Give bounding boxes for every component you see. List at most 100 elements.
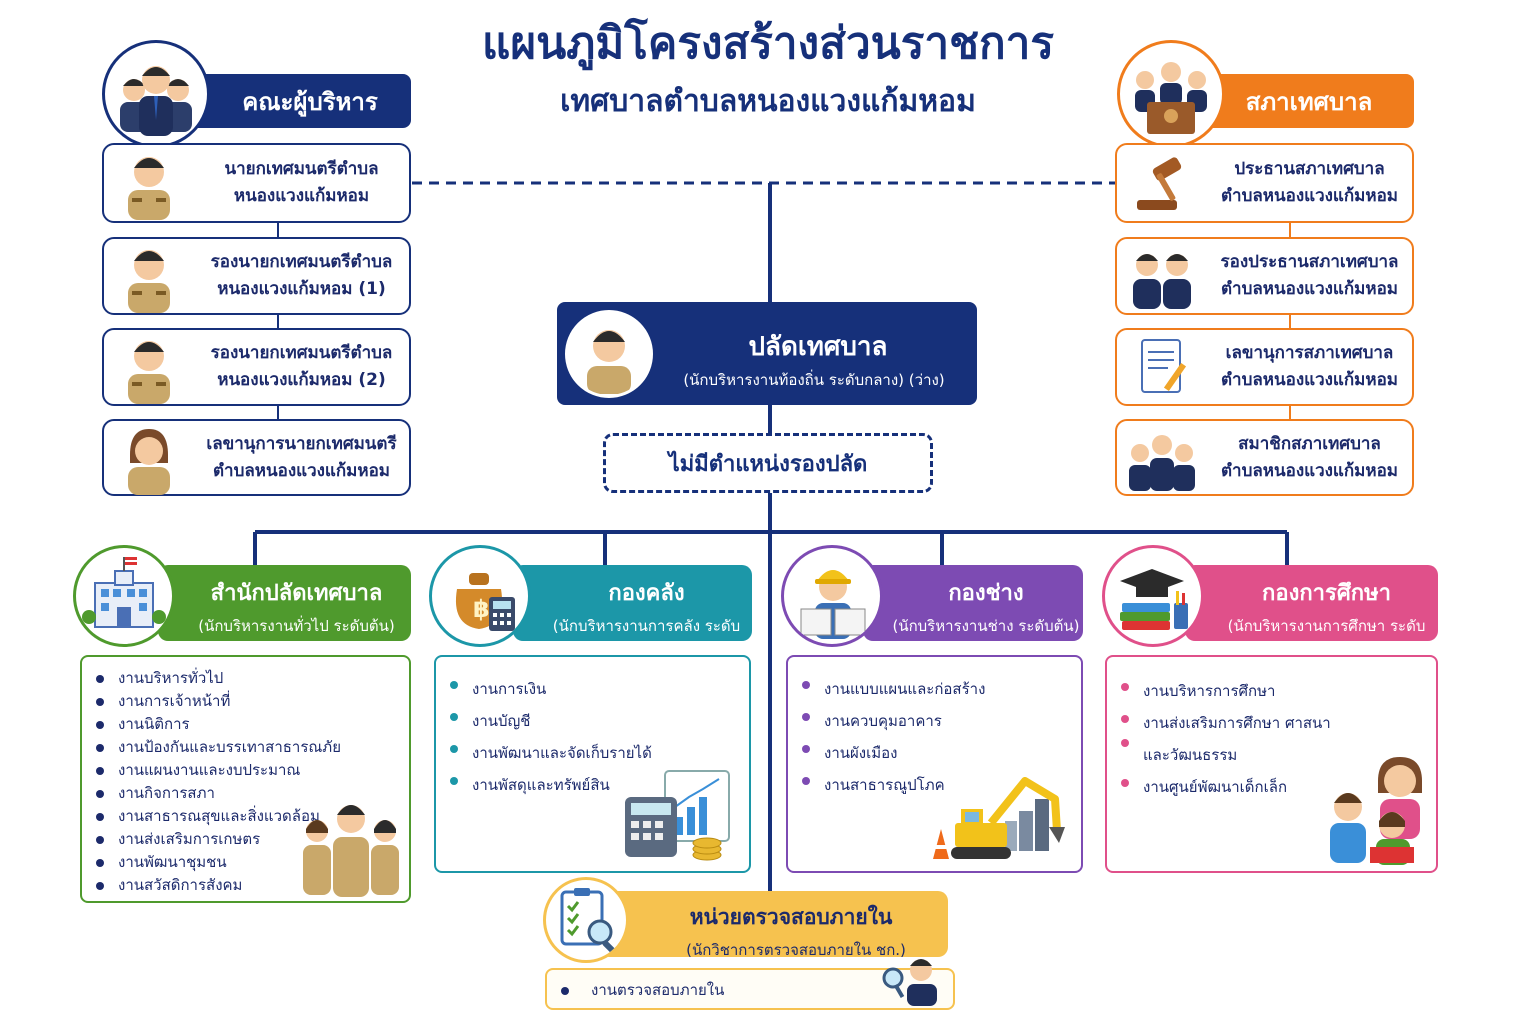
dept-panel-office: งานบริหารทั่วไป งานการเจ้าหน้าที่ งานนิต… (80, 655, 411, 903)
task-item: งานสาธารณสุขและสิ่งแวดล้อม (82, 805, 409, 828)
clipboard-magnifier-icon (543, 877, 629, 963)
task-item: งานพัฒนาชุมชน (82, 851, 409, 874)
executive-line2: หนองแวงแก้มหอม (1) (217, 279, 386, 299)
children-reading-illustration (1330, 757, 1422, 865)
task-list: งานบริหารทั่วไป งานการเจ้าหน้าที่ งานนิต… (82, 667, 409, 897)
dept-header-office: สำนักปลัดเทศบาล (นักบริหารงานทั่วไป ระดั… (158, 565, 411, 641)
audit-subtitle: (นักวิชาการตรวจสอบภายใน ชก.) (686, 941, 906, 959)
task-item: งานนิติการ (82, 713, 409, 736)
council-line1: ประธานสภาเทศบาล (1234, 159, 1385, 179)
executives-icon (102, 40, 210, 148)
council-card-secretary: เลขานุการสภาเทศบาลตำบลหนองแวงแก้มหอม (1115, 328, 1414, 406)
engineer-icon (781, 545, 883, 647)
council-line1: เลขานุการสภาเทศบาล (1225, 343, 1394, 363)
executive-line2: หนองแวงแก้มหอม (233, 186, 370, 206)
council-card-president: ประธานสภาเทศบาลตำบลหนองแวงแก้มหอม (1115, 143, 1414, 223)
dept-title: กองช่าง (948, 581, 1024, 606)
executive-card-deputy-2: รองนายกเทศมนตรีตำบลหนองแวงแก้มหอม (2) (102, 328, 411, 406)
council-line2: ตำบลหนองแวงแก้มหอม (1220, 279, 1398, 299)
staff-group-illustration (303, 805, 399, 897)
audit-panel: งานตรวจสอบภายใน (545, 959, 955, 1010)
executive-header-label: คณะผู้บริหาร (242, 87, 378, 116)
council-line1: สมาชิกสภาเทศบาล (1238, 433, 1381, 454)
task-item: งานแบบแผนและก่อสร้าง (788, 673, 1081, 705)
task-item: งานพัสดุและทรัพย์สิน (436, 769, 749, 801)
clerk-subtitle: (นักบริหารงานท้องถิ่น ระดับกลาง) (ว่าง) (683, 371, 945, 389)
dept-subtitle: (นักบริหารงานทั่วไป ระดับต้น) (198, 617, 395, 635)
task-list: งานบริหารการศึกษา งานส่งเสริมการศึกษา ศา… (1107, 675, 1436, 803)
task-item: งานบริหารการศึกษา (1107, 675, 1436, 707)
mayor-icon (104, 145, 194, 221)
executive-header: คณะผู้บริหาร (185, 74, 411, 128)
deputy-mayor-icon (104, 330, 194, 404)
task-list: งานการเงิน งานบัญชี งานพัฒนาและจัดเก็บรา… (436, 673, 749, 801)
task-item: งานป้องกันและบรรเทาสาธารณภัย (82, 736, 409, 759)
council-line2: ตำบลหนองแวงแก้มหอม (1220, 460, 1398, 481)
chart-title: แผนภูมิโครงสร้างส่วนราชการ (482, 18, 1054, 69)
task-item: งานศูนย์พัฒนาเด็กเล็ก (1107, 771, 1436, 803)
task-item: งานส่งเสริมการศึกษา ศาสนา (1107, 707, 1436, 739)
task-item: งานบัญชี (436, 705, 749, 737)
task-item: งานกิจการสภา (82, 782, 409, 805)
council-line2: ตำบลหนองแวงแก้มหอม (1220, 186, 1398, 206)
dept-header-finance: กองคลัง (นักบริหารงานการคลัง ระดับต้น) (513, 565, 752, 659)
executive-line1: นายกเทศมนตรีตำบล (224, 159, 379, 179)
deputy-mayor-icon (104, 239, 194, 313)
secretary-icon (104, 421, 194, 495)
dept-subtitle: (นักบริหารงานช่าง ระดับต้น) (892, 617, 1080, 635)
executive-card-mayor: นายกเทศมนตรีตำบลหนองแวงแก้มหอม (102, 143, 411, 223)
task-item: งานการเจ้าหน้าที่ (82, 690, 409, 713)
task-item: งานการเงิน (436, 673, 749, 705)
task-list: งานตรวจสอบภายใน (547, 979, 953, 1001)
audit-title: หน่วยตรวจสอบภายใน (689, 905, 893, 929)
document-icon (1117, 330, 1207, 404)
task-item-continued: และวัฒนธรรม (1107, 739, 1436, 771)
task-item: งานส่งเสริมการเกษตร (82, 828, 409, 851)
executive-card-deputy-1: รองนายกเทศมนตรีตำบลหนองแวงแก้มหอม (1) (102, 237, 411, 315)
council-header-label: สภาเทศบาล (1245, 87, 1373, 116)
dept-title: กองคลัง (608, 581, 685, 606)
council-card-vice-president: รองประธานสภาเทศบาลตำบลหนองแวงแก้มหอม (1115, 237, 1414, 315)
council-line2: ตำบลหนองแวงแก้มหอม (1220, 370, 1398, 390)
executive-card-secretary: เลขานุการนายกเทศมนตรีตำบลหนองแวงแก้มหอม (102, 419, 411, 496)
svg-text:฿: ฿ (473, 595, 490, 623)
clerk-avatar-icon (565, 310, 653, 398)
task-item: งานแผนงานและงบประมาณ (82, 759, 409, 782)
no-deputy-clerk-box: ไม่มีตำแหน่งรองปลัด (603, 433, 933, 493)
task-item: งานตรวจสอบภายใน (547, 979, 953, 1001)
executive-line1: รองนายกเทศมนตรีตำบล (210, 252, 393, 272)
task-item: งานบริหารทั่วไป (82, 667, 409, 690)
task-item: งานควบคุมอาคาร (788, 705, 1081, 737)
dept-header-education: กองการศึกษา (นักบริหารงานการศึกษา ระดับต… (1185, 565, 1438, 659)
task-list: งานแบบแผนและก่อสร้าง งานควบคุมอาคาร งานผ… (788, 673, 1081, 801)
council-card-members: สมาชิกสภาเทศบาลตำบลหนองแวงแก้มหอม (1115, 419, 1414, 496)
dept-panel-finance: งานการเงิน งานบัญชี งานพัฒนาและจัดเก็บรา… (434, 655, 751, 873)
dept-title: กองการศึกษา (1262, 581, 1391, 606)
excavator-illustration (933, 777, 1065, 859)
calculator-chart-illustration (625, 770, 730, 861)
task-item: งานสาธารณูปโภค (788, 769, 1081, 801)
dept-header-engineering: กองช่าง (นักบริหารงานช่าง ระดับต้น) (863, 565, 1083, 641)
task-item: งานพัฒนาและจัดเก็บรายได้ (436, 737, 749, 769)
dept-subtitle: (นักบริหารงานการคลัง ระดับต้น) (552, 617, 741, 659)
dept-title: สำนักปลัดเทศบาล (210, 581, 383, 606)
clerk-title: ปลัดเทศบาล (748, 332, 888, 362)
audit-header: หน่วยตรวจสอบภายใน (นักวิชาการตรวจสอบภายใ… (600, 891, 948, 959)
auditor-illustration (882, 959, 937, 1006)
money-bag-icon: ฿ (429, 545, 531, 647)
group-icon (1117, 421, 1207, 494)
two-people-icon (1117, 239, 1207, 313)
government-building-icon (73, 545, 175, 647)
council-chamber-icon (1117, 40, 1225, 148)
dept-panel-engineering: งานแบบแผนและก่อสร้าง งานควบคุมอาคาร งานผ… (786, 655, 1083, 873)
dept-panel-education: งานบริหารการศึกษา งานส่งเสริมการศึกษา ศา… (1105, 655, 1438, 873)
executive-line1: เลขานุการนายกเทศมนตรี (206, 433, 397, 454)
graduation-books-icon (1102, 545, 1204, 647)
task-item: งานสวัสดิการสังคม (82, 874, 409, 897)
council-line1: รองประธานสภาเทศบาล (1220, 252, 1399, 272)
no-deputy-label: ไม่มีตำแหน่งรองปลัด (668, 451, 868, 477)
task-item: งานผังเมือง (788, 737, 1081, 769)
council-header: สภาเทศบาล (1186, 74, 1414, 128)
gavel-icon (1117, 145, 1207, 221)
